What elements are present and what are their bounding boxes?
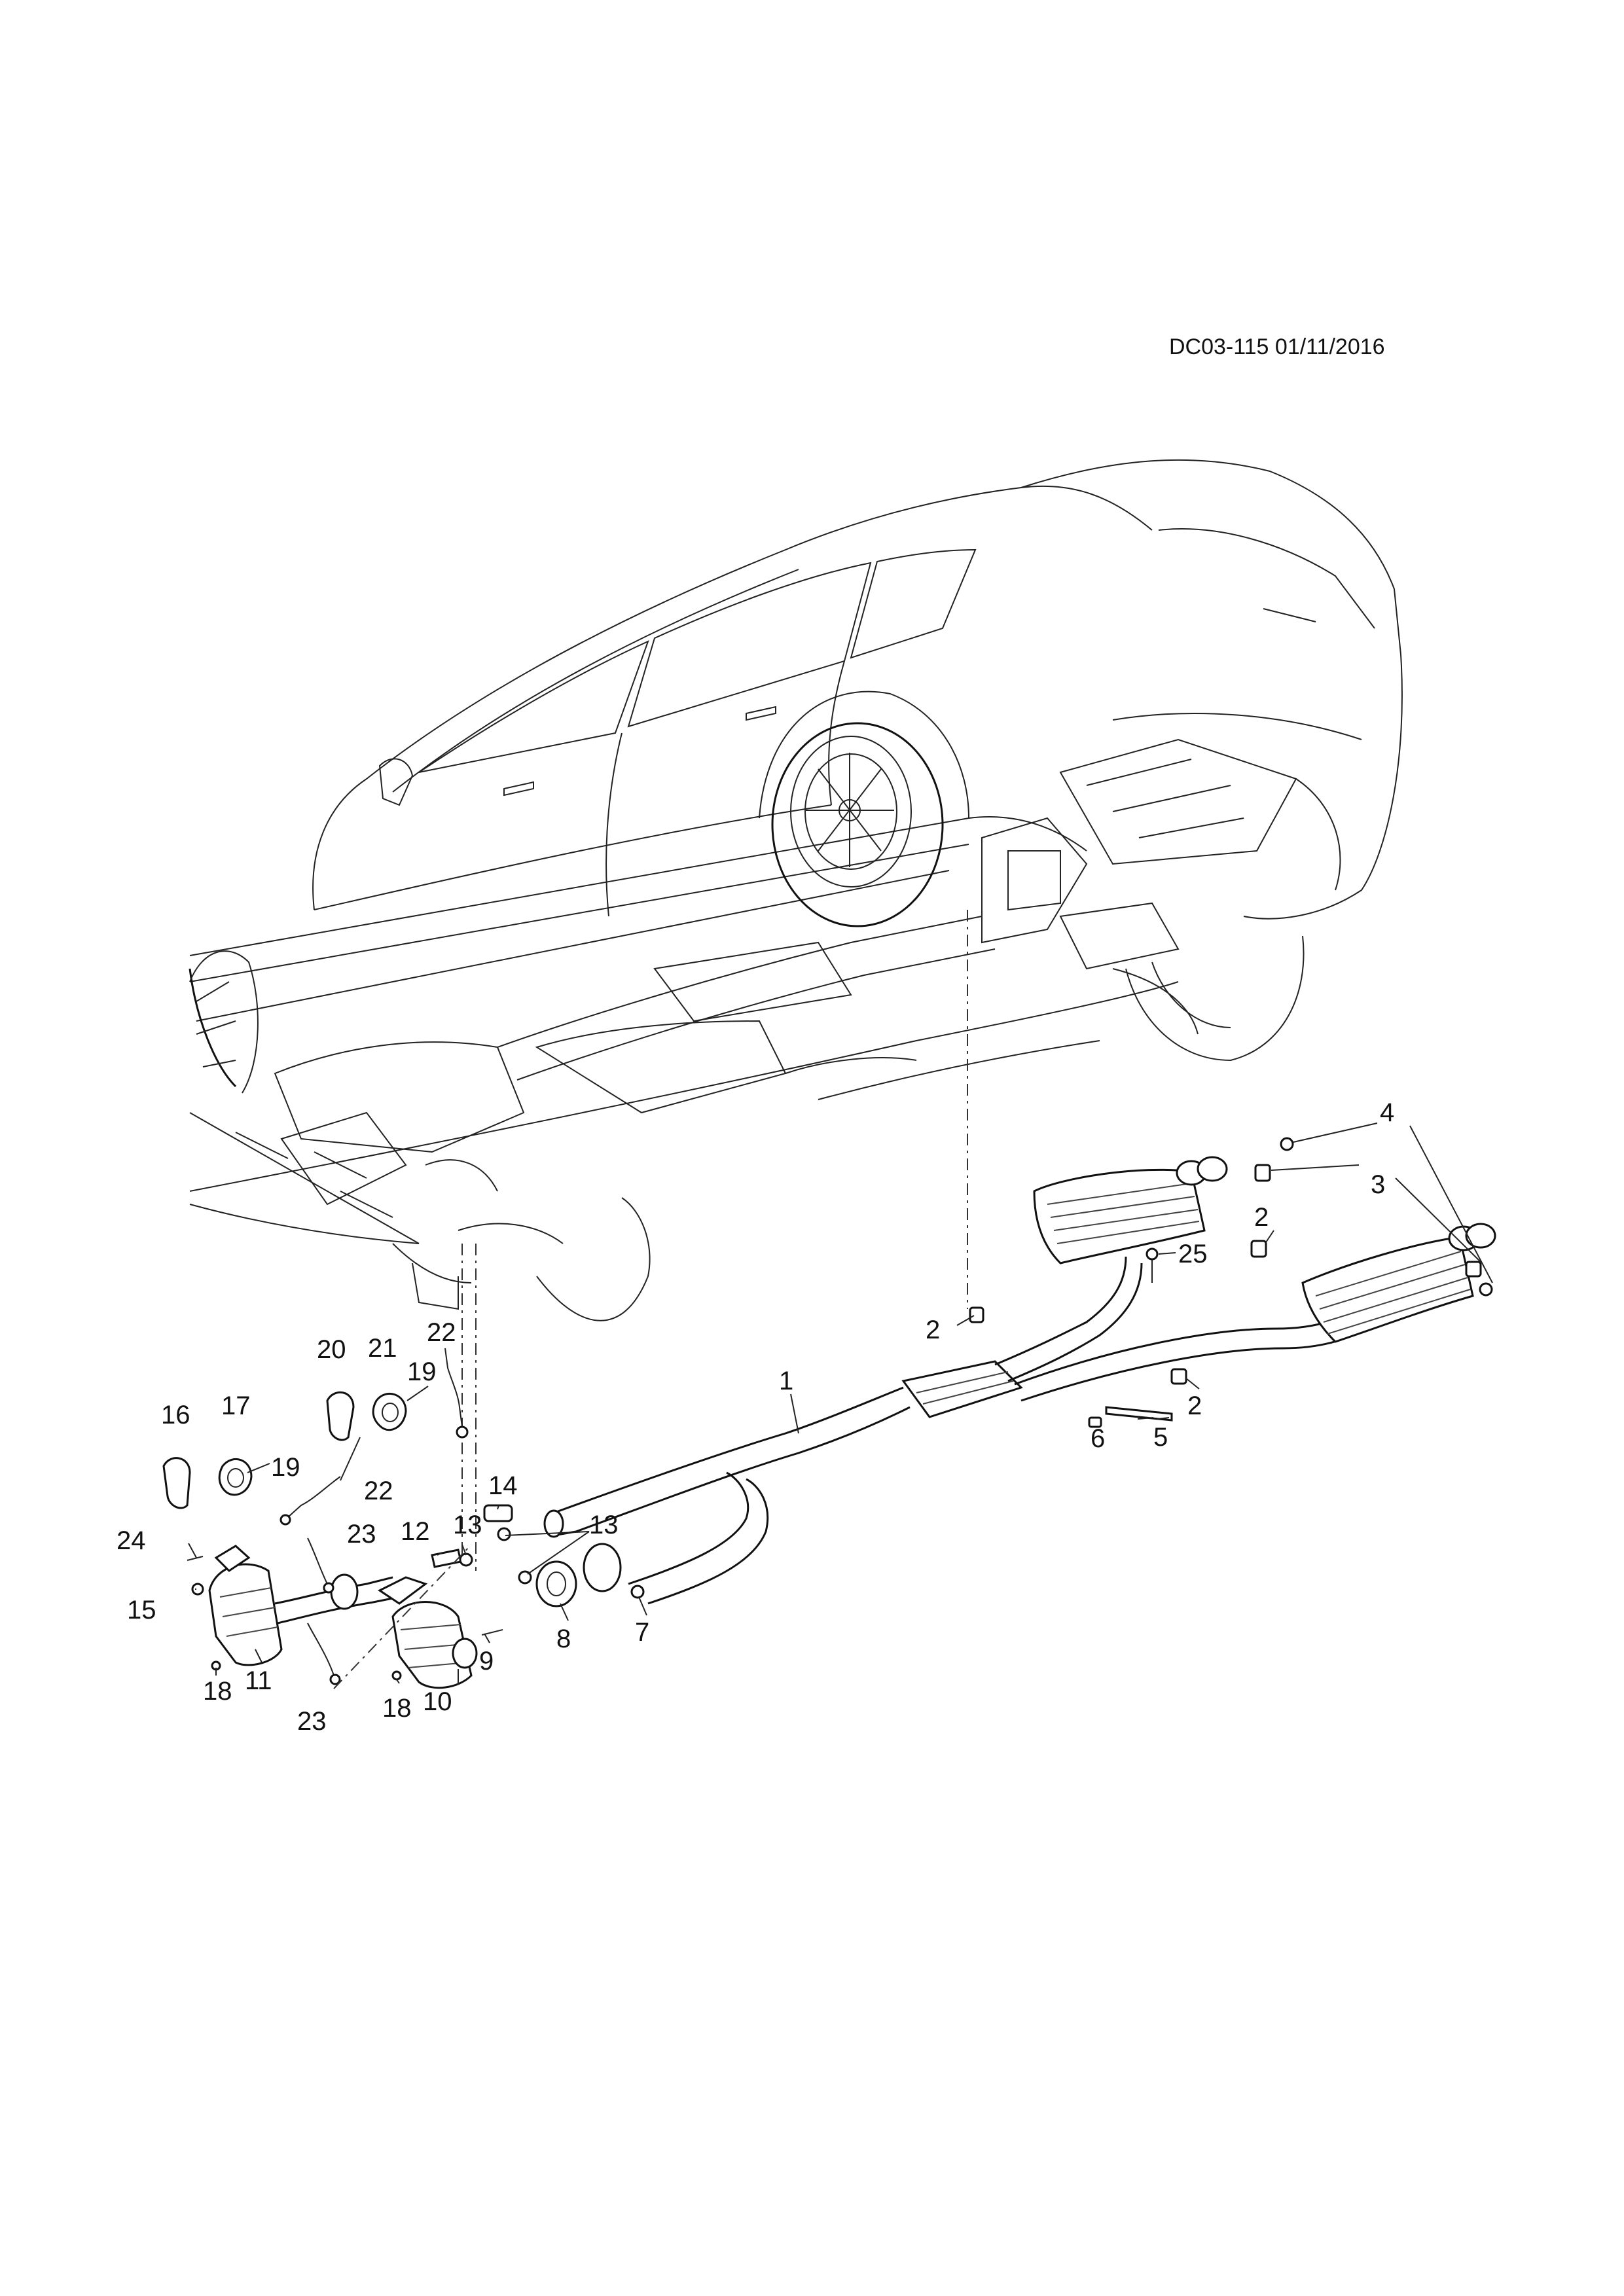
callout-2: 2 [1187, 1391, 1202, 1420]
callout-22: 22 [364, 1477, 393, 1505]
callout-22: 22 [427, 1318, 456, 1347]
document-code: DC03-115 01/11/2016 [1169, 334, 1385, 360]
vehicle-outline [189, 459, 1403, 1571]
callout-15: 15 [127, 1596, 156, 1624]
document-date-text: 01/11/2016 [1274, 334, 1385, 359]
callout-6: 6 [1091, 1424, 1106, 1453]
callout-23: 23 [347, 1520, 376, 1549]
callout-18: 18 [382, 1694, 412, 1723]
callout-14: 14 [488, 1471, 518, 1500]
callout-11: 11 [245, 1666, 272, 1695]
callout-19: 19 [407, 1357, 437, 1386]
callout-13: 13 [589, 1511, 619, 1539]
exhaust-assembly [162, 1122, 1496, 1689]
callout-2: 2 [926, 1316, 941, 1344]
callout-19: 19 [271, 1453, 300, 1482]
callout-4: 4 [1380, 1098, 1395, 1127]
callout-16: 16 [161, 1401, 190, 1429]
callout-20: 20 [317, 1335, 346, 1364]
callout-17: 17 [221, 1391, 251, 1420]
callout-10: 10 [423, 1687, 452, 1716]
callout-1: 1 [779, 1367, 794, 1395]
callout-2: 2 [1254, 1203, 1269, 1232]
callout-8: 8 [556, 1624, 571, 1653]
callout-18: 18 [203, 1677, 232, 1706]
callout-25: 25 [1178, 1240, 1208, 1268]
callout-12: 12 [401, 1517, 430, 1546]
callout-9: 9 [479, 1647, 494, 1676]
callout-3: 3 [1371, 1170, 1386, 1199]
callout-5: 5 [1153, 1423, 1168, 1452]
callout-21: 21 [368, 1334, 397, 1363]
callout-24: 24 [117, 1526, 146, 1555]
callout-13: 13 [453, 1511, 482, 1539]
callout-7: 7 [635, 1618, 650, 1647]
callout-23: 23 [297, 1707, 327, 1736]
document-code-text: DC03-115 [1169, 334, 1269, 359]
